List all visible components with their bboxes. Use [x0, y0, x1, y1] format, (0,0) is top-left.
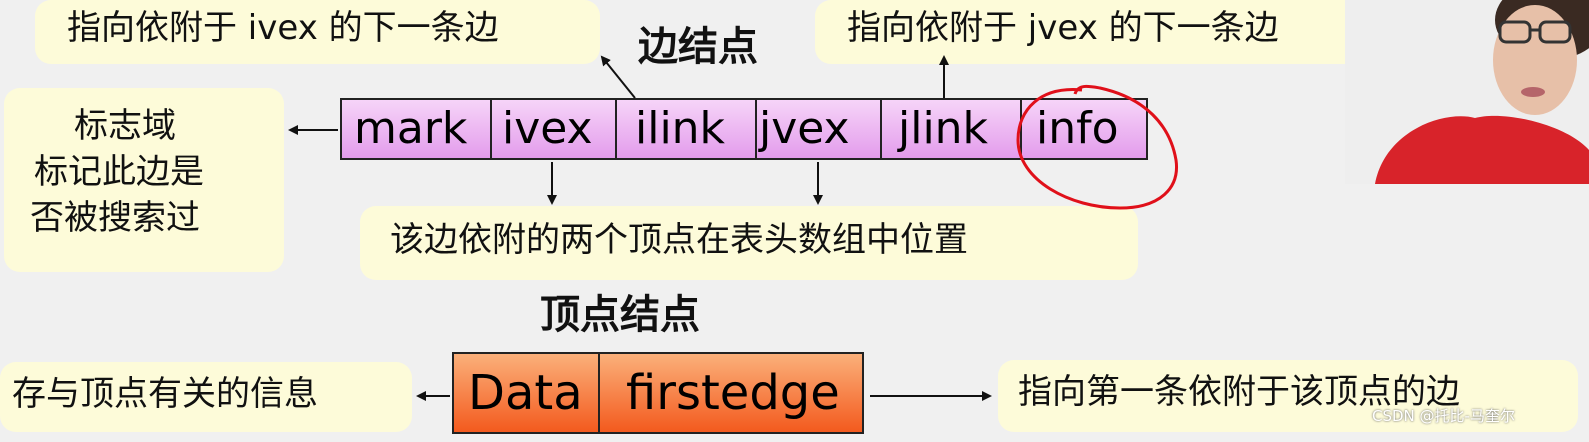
field-jvex: jvex — [755, 98, 880, 160]
field-info: info — [1020, 98, 1146, 160]
vertex-divider — [598, 354, 600, 432]
note-firstedge: 指向第一条依附于该顶点的边 — [998, 360, 1578, 432]
speaker-video-thumbnail — [1345, 0, 1589, 184]
note-jlink: 指向依附于 jvex 的下一条边 — [815, 0, 1345, 64]
edge-node-record — [340, 98, 1148, 160]
arrow-ilink — [600, 55, 636, 99]
note-mark-line-2: 标记此边是 — [34, 152, 204, 192]
field-data: Data — [468, 365, 583, 421]
watermark: CSDN @托比-马奎尔 — [1372, 407, 1515, 425]
note-data-text: 存与顶点有关的信息 — [12, 374, 318, 414]
note-data: 存与顶点有关的信息 — [0, 362, 412, 432]
note-vex-text: 该边依附的两个顶点在表头数组中位置 — [390, 220, 968, 260]
field-jlink: jlink — [880, 98, 1020, 160]
field-mark: mark — [354, 103, 468, 154]
vertex-node-record: Data firstedge — [452, 352, 864, 434]
note-mark-line-3: 否被搜索过 — [30, 198, 200, 238]
vertex-node-title: 顶点结点 — [540, 292, 700, 338]
highlight-circle — [1016, 84, 1178, 210]
note-ilink: 指向依附于 ivex 的下一条边 — [35, 0, 600, 64]
speaker-icon — [1345, 0, 1589, 184]
note-ilink-text: 指向依附于 ivex 的下一条边 — [67, 8, 499, 48]
field-ilink: ilink — [615, 98, 755, 160]
note-jlink-text: 指向依附于 jvex 的下一条边 — [847, 8, 1279, 48]
note-mark: 标志域 标记此边是 否被搜索过 — [4, 88, 284, 272]
note-firstedge-text: 指向第一条依附于该顶点的边 — [1018, 372, 1460, 412]
field-firstedge: firstedge — [626, 365, 840, 421]
note-vex: 该边依附的两个顶点在表头数组中位置 — [360, 206, 1138, 280]
field-ivex: ivex — [490, 98, 615, 160]
note-mark-line-1: 标志域 — [74, 106, 176, 146]
edge-node-title: 边结点 — [638, 24, 758, 70]
